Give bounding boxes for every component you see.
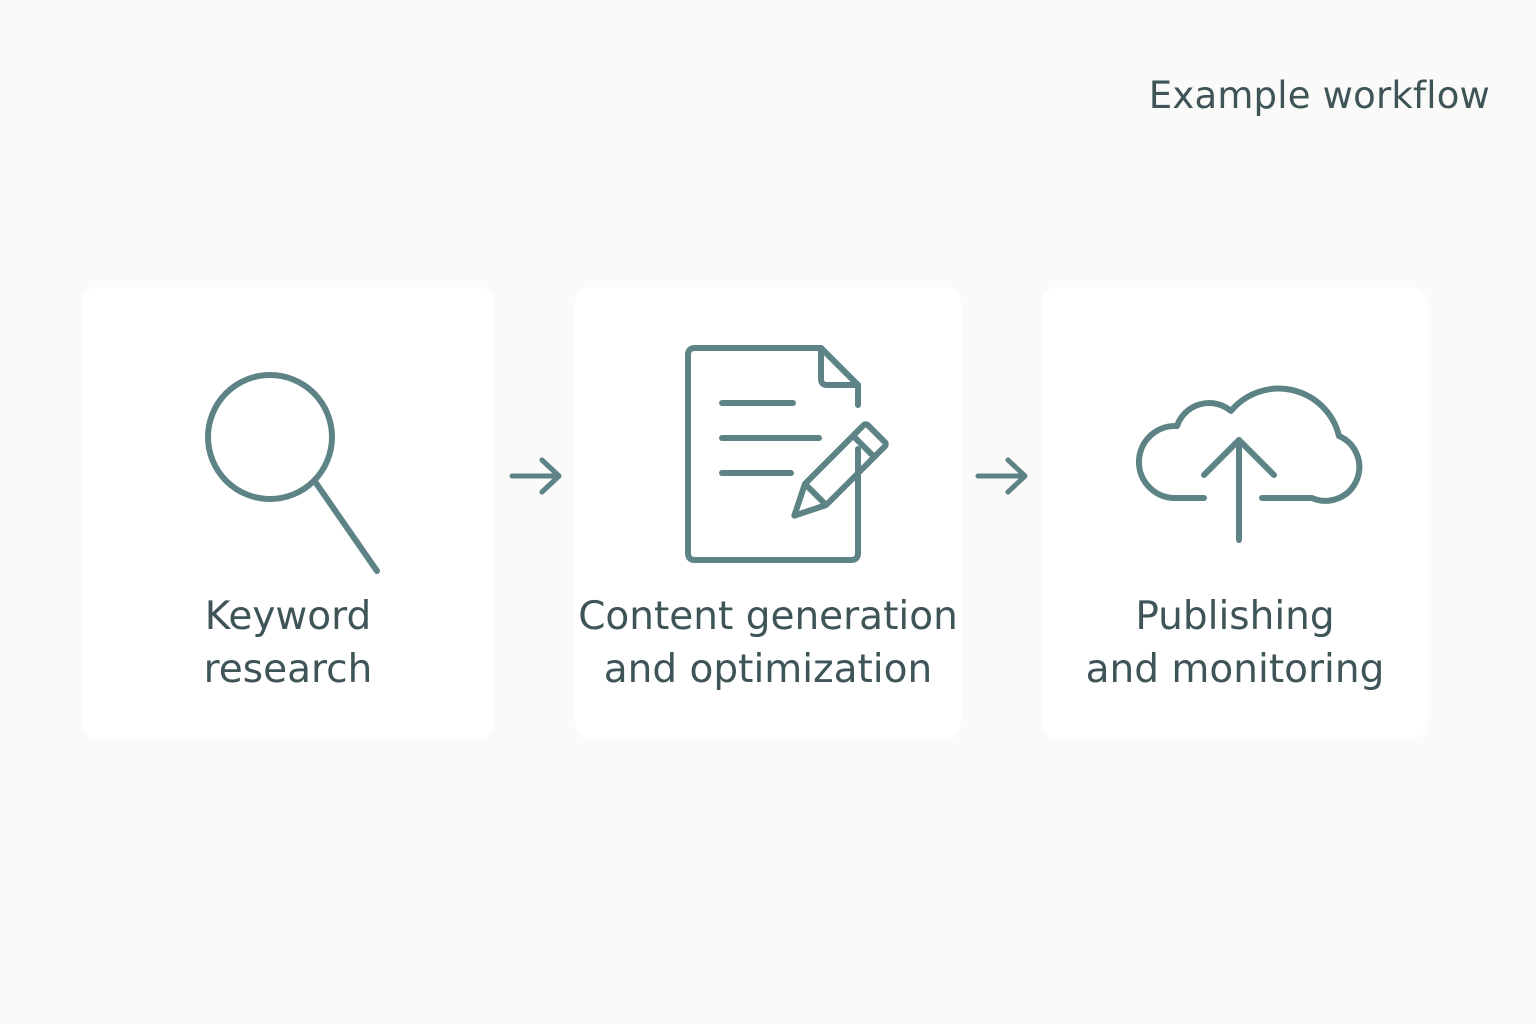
step-label: Publishing and monitoring xyxy=(1042,590,1428,696)
step-card-publishing: Publishing and monitoring xyxy=(1042,287,1428,739)
step-label-line1: Publishing xyxy=(1135,594,1335,639)
step-card-content-generation: Content generation and optimization xyxy=(575,287,961,739)
step-label-line2: and monitoring xyxy=(1085,647,1385,692)
right-arrow-icon xyxy=(509,457,562,495)
step-label: Content generation and optimization xyxy=(575,590,961,696)
step-label-line2: research xyxy=(203,647,373,692)
document-edit-icon xyxy=(685,345,889,563)
step-label-line2: and optimization xyxy=(603,647,933,692)
step-label-line1: Keyword xyxy=(204,594,372,639)
step-card-keyword-research: Keyword research xyxy=(81,287,495,739)
cloud-upload-icon xyxy=(1135,385,1363,543)
step-label-line1: Content generation xyxy=(578,594,958,639)
diagram-caption: Example workflow xyxy=(1148,74,1490,117)
step-label: Keyword research xyxy=(81,590,495,696)
right-arrow-icon xyxy=(975,457,1028,495)
magnifier-icon xyxy=(205,372,380,574)
